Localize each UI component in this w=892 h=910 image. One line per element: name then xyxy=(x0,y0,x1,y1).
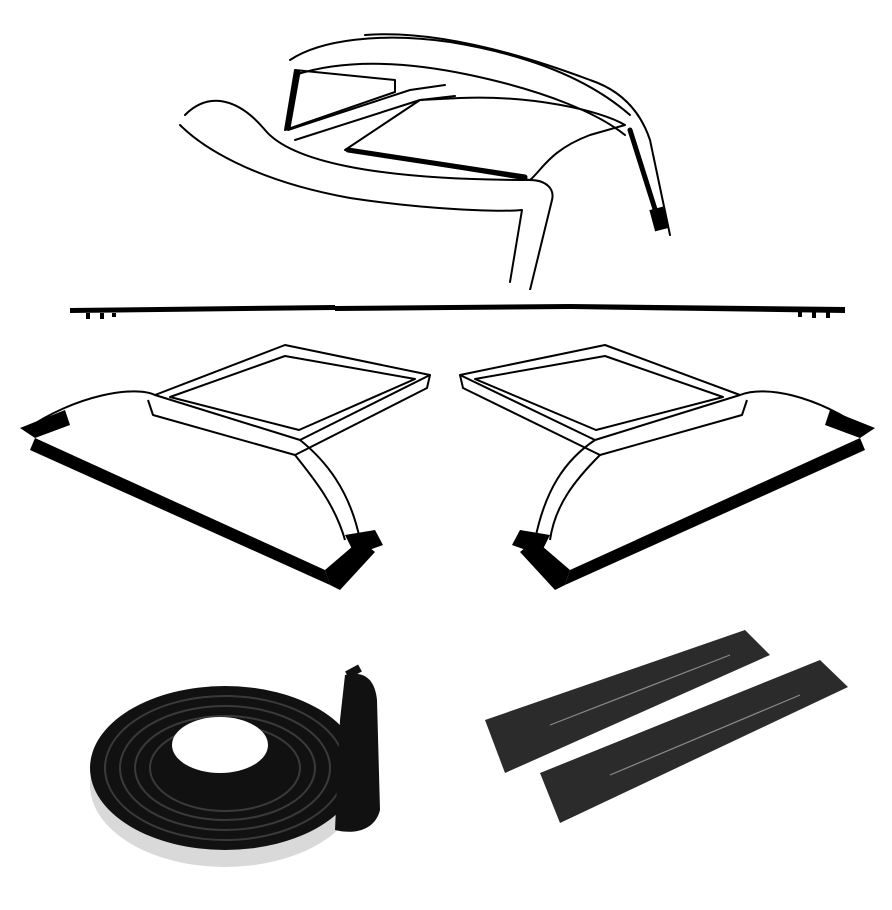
t-top-roof-line-drawing-icon xyxy=(179,33,671,290)
rubber-seal-roll-icon xyxy=(90,664,380,867)
center-roof-weatherstrip-icon xyxy=(70,304,845,319)
t-top-panel-right xyxy=(455,340,880,595)
t-top-panel-right-icon xyxy=(459,344,875,590)
rubber-seal-roll xyxy=(85,650,390,875)
t-top-panel-left-icon xyxy=(20,344,431,590)
t-top-panel-left xyxy=(15,340,440,595)
foam-pads xyxy=(480,625,855,825)
foam-pads-icon xyxy=(485,630,848,823)
center-roof-strip xyxy=(70,300,845,324)
t-top-roof-drawing xyxy=(170,20,690,290)
